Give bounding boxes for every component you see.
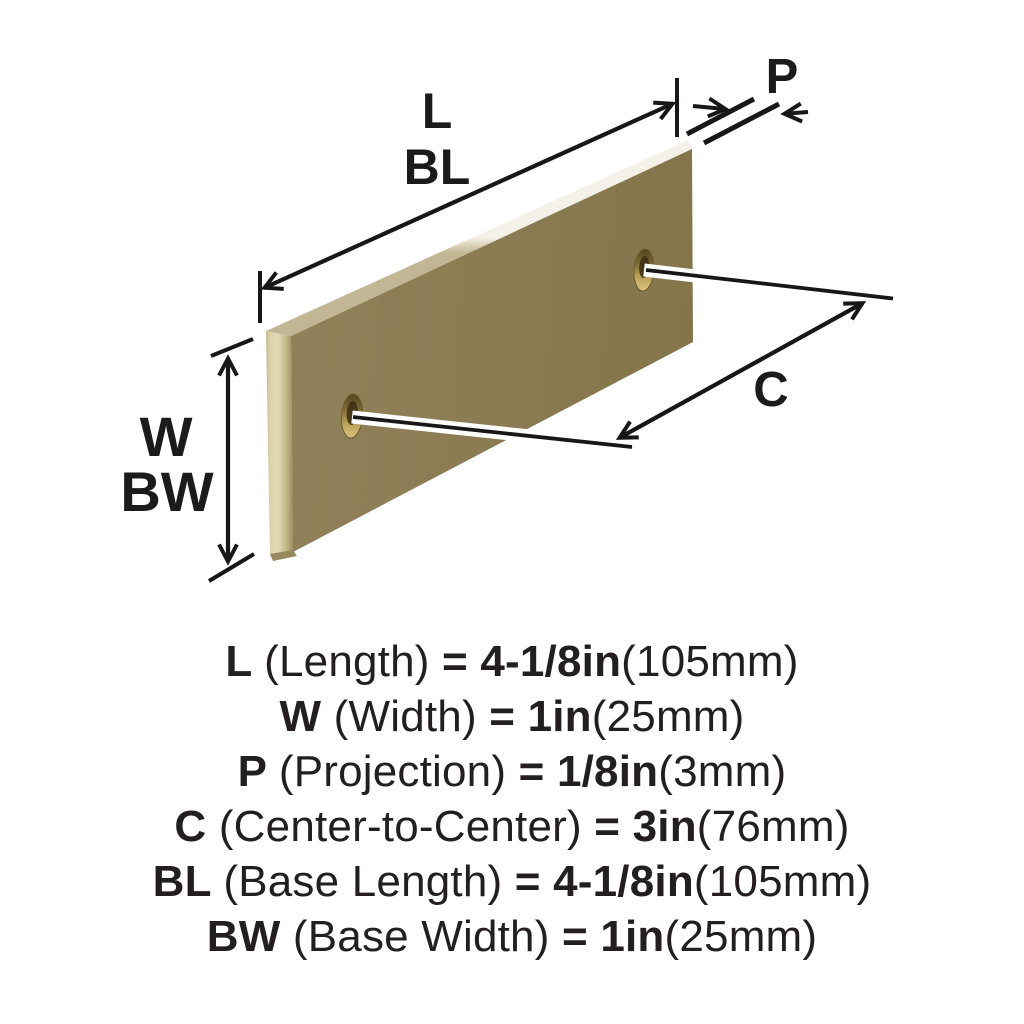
label-base-length: BL (404, 139, 471, 195)
spec-value: = 4-1/8in (514, 857, 694, 906)
projection-arrow-right (780, 101, 809, 124)
spec-metric: (3mm) (658, 747, 787, 796)
spec-name: (Center-to-Center) (218, 802, 595, 851)
right-leader-line (645, 268, 894, 301)
spec-line-base-width: BW (Base Width) = 1in(25mm) (0, 909, 1024, 964)
spec-line-projection: P (Projection) = 1/8in(3mm) (0, 744, 1024, 799)
projection-arrow-left (692, 96, 730, 119)
spec-value: = 4-1/8in (442, 637, 622, 686)
spec-line-base-length: BL (Base Length) = 4-1/8in(105mm) (0, 854, 1024, 909)
dimension-labels: L BL P C W BW (120, 50, 798, 523)
spec-value: = 1/8in (518, 747, 659, 796)
backplate (266, 140, 693, 561)
label-length: L (422, 83, 453, 139)
left-leader-line (352, 415, 633, 449)
spec-name: (Base Width) (292, 912, 562, 961)
spec-letter: L (225, 637, 265, 686)
projection-face-line-back (702, 101, 781, 146)
spec-line-center-to-center: C (Center-to-Center) = 3in(76mm) (0, 799, 1024, 854)
spec-name: (Width) (333, 692, 490, 741)
plate-side-face (266, 331, 293, 556)
projection-face-line-front (685, 96, 756, 137)
spec-metric: (105mm) (621, 637, 799, 686)
spec-letter: P (237, 747, 279, 796)
label-width: W (140, 405, 193, 468)
spec-name: (Base Length) (223, 857, 515, 906)
spec-metric: (25mm) (591, 692, 745, 741)
spec-name: (Projection) (278, 747, 519, 796)
spec-letter: C (174, 802, 219, 851)
spec-metric: (105mm) (693, 857, 872, 906)
width-bottom-tick (207, 552, 256, 583)
label-center-to-center: C (753, 363, 788, 417)
spec-value: = 3in (594, 802, 697, 851)
dimension-annotations (207, 78, 867, 583)
spec-metric: (76mm) (696, 802, 850, 851)
plate-front-face (291, 149, 693, 552)
dimension-spec-list: L (Length) = 4-1/8in(105mm) W (Width) = … (0, 634, 1024, 964)
hole-leader-lines (351, 263, 894, 454)
label-projection: P (766, 50, 799, 104)
spec-name: (Length) (264, 637, 443, 686)
plate-bottom-edge (270, 550, 297, 561)
spec-letter: BW (206, 912, 293, 961)
spec-value: = 1in (562, 912, 665, 961)
spec-line-length: L (Length) = 4-1/8in(105mm) (0, 634, 1024, 689)
label-base-width: BW (120, 460, 213, 523)
spec-letter: BL (152, 857, 224, 906)
center-dimension-arrow (615, 301, 867, 440)
width-top-tick (210, 337, 254, 358)
spec-value: = 1in (489, 692, 592, 741)
spec-metric: (25mm) (664, 912, 818, 961)
spec-letter: W (279, 692, 334, 741)
spec-line-width: W (Width) = 1in(25mm) (0, 689, 1024, 744)
length-dimension-arrow (260, 100, 677, 291)
